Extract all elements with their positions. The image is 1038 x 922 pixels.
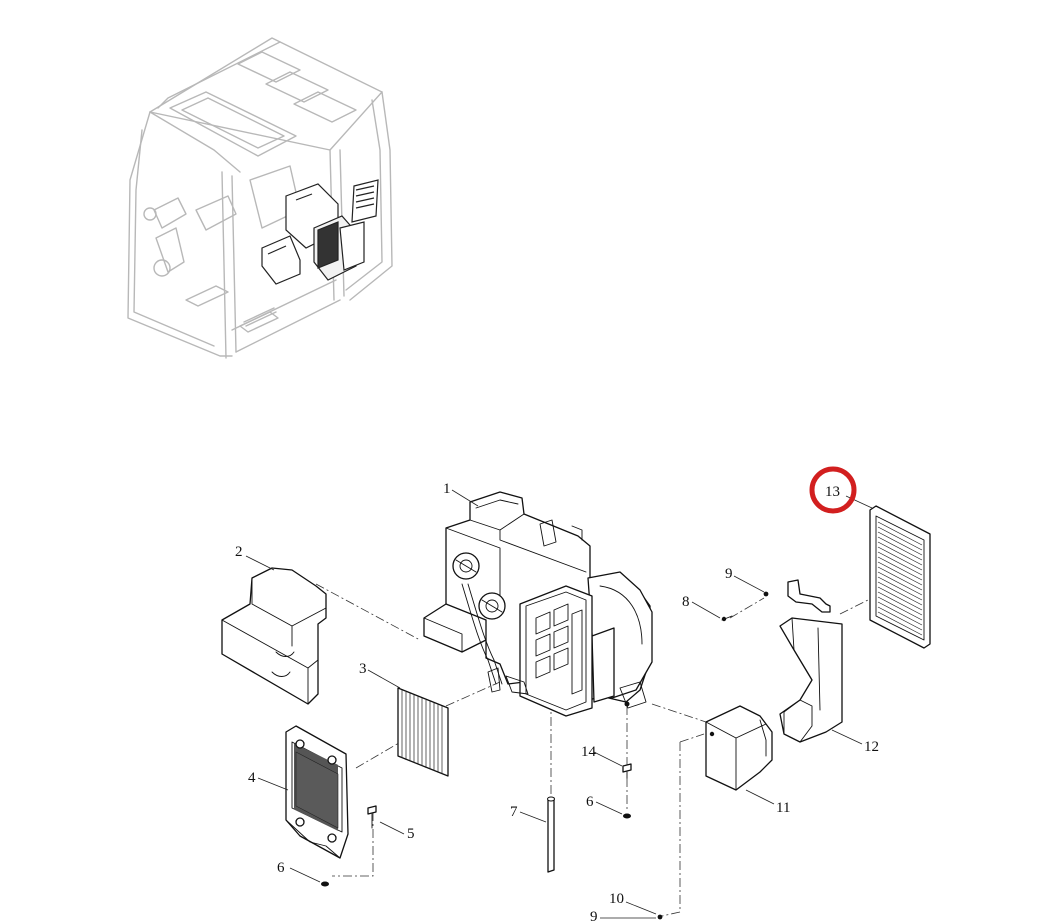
callout-8: 8 [682, 594, 690, 610]
part-5-screw [367, 805, 377, 829]
leader-lines [245, 489, 873, 919]
callout-3: 3 [359, 661, 367, 677]
callout-6b: 6 [586, 794, 594, 810]
assembly-lines [315, 583, 873, 917]
part-9-nut [657, 591, 769, 920]
callout-7: 7 [510, 804, 518, 820]
callout-13: 13 [825, 484, 840, 500]
part-2-duct [221, 567, 327, 705]
callout-10: 10 [609, 891, 624, 907]
callout-6a: 6 [277, 860, 285, 876]
part-8-bolt [721, 615, 733, 622]
callout-14: 14 [581, 744, 597, 760]
callout-2: 2 [235, 544, 243, 560]
callout-9b: 9 [590, 909, 598, 922]
callout-9a: 9 [725, 566, 733, 582]
part-3-heater-core [397, 687, 449, 777]
part-7-drain-tube [547, 796, 555, 873]
cab-overview [127, 37, 393, 359]
callout-labels: 1 2 3 4 5 6 6 7 8 9 9 10 11 12 13 14 [235, 481, 879, 922]
part-6-nuts [321, 813, 631, 887]
callout-4: 4 [248, 770, 256, 786]
part-4-cover-panel [285, 725, 349, 859]
part-12-elbow-duct [779, 579, 843, 743]
callout-11: 11 [776, 800, 790, 816]
callout-5: 5 [407, 826, 415, 842]
part-13-air-filter [869, 505, 931, 649]
callout-1: 1 [443, 481, 451, 497]
highlight-circle-13 [809, 466, 857, 514]
part-11-blower-box [705, 705, 773, 791]
callout-12: 12 [864, 739, 879, 755]
part-14-screw [622, 763, 632, 779]
part-1-hvac-unit [423, 491, 653, 717]
